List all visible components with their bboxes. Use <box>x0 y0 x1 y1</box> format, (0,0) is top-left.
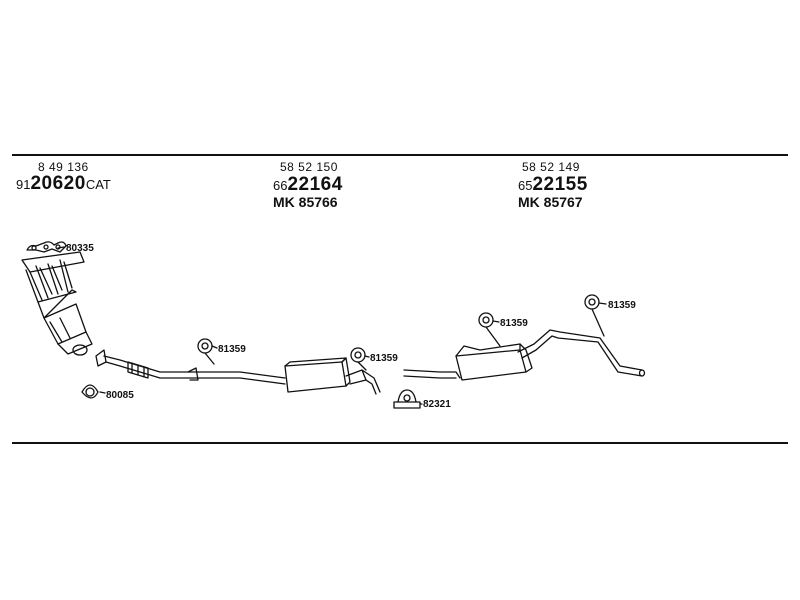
catalytic-converter-part <box>21 251 93 356</box>
leader-gasket-flange <box>99 391 106 394</box>
leader-mount-center <box>364 355 370 358</box>
reference-3: 6522155 <box>518 174 588 196</box>
part-number-3: 58 52 149 <box>522 160 580 174</box>
rubber-mount-front <box>197 338 215 365</box>
callout-mount-front: 81359 <box>218 344 246 355</box>
bottom-divider <box>12 442 788 444</box>
reference-2-prefix: 66 <box>273 178 288 193</box>
clamp-part <box>393 389 421 409</box>
reference-1-suffix: CAT <box>85 177 111 192</box>
callout-mount-rear-left: 81359 <box>500 318 528 329</box>
middle-pipe-tail-part <box>361 369 381 395</box>
front-pipe-part <box>95 349 286 385</box>
top-divider <box>12 154 788 156</box>
callout-gasket-flange: 80085 <box>106 390 134 401</box>
leader-mount-rear-left <box>492 320 500 323</box>
rear-silencer-part <box>403 329 646 381</box>
reference-1-prefix: 91 <box>16 177 31 192</box>
rubber-mount-rear-left <box>478 312 501 347</box>
reference-3-main: 22155 <box>532 174 588 195</box>
leader-mount-front <box>211 345 218 349</box>
part-number-2: 58 52 150 <box>280 160 338 174</box>
rubber-mount-rear-right <box>584 294 605 337</box>
leader-mount-rear-right <box>598 302 607 305</box>
mk-reference-2: MK 85766 <box>273 194 338 210</box>
callout-mount-center: 81359 <box>370 353 398 364</box>
leader-gasket-manifold <box>57 246 65 249</box>
middle-silencer-part <box>284 357 367 393</box>
mk-reference-3: MK 85767 <box>518 194 583 210</box>
callout-gasket-manifold: 80335 <box>66 243 94 254</box>
reference-2: 6622164 <box>273 174 343 196</box>
callout-mount-rear-right: 81359 <box>608 300 636 311</box>
reference-1: 9120620CAT <box>16 173 111 195</box>
reference-2-main: 22164 <box>287 174 343 195</box>
part-number-1: 8 49 136 <box>38 160 89 174</box>
rubber-mount-center <box>350 347 367 371</box>
flange-gasket-part <box>81 384 99 399</box>
callout-clamp: 82321 <box>423 399 451 410</box>
reference-3-prefix: 65 <box>518 178 533 193</box>
reference-1-main: 20620 <box>30 173 86 194</box>
manifold-gasket-part <box>26 241 67 253</box>
